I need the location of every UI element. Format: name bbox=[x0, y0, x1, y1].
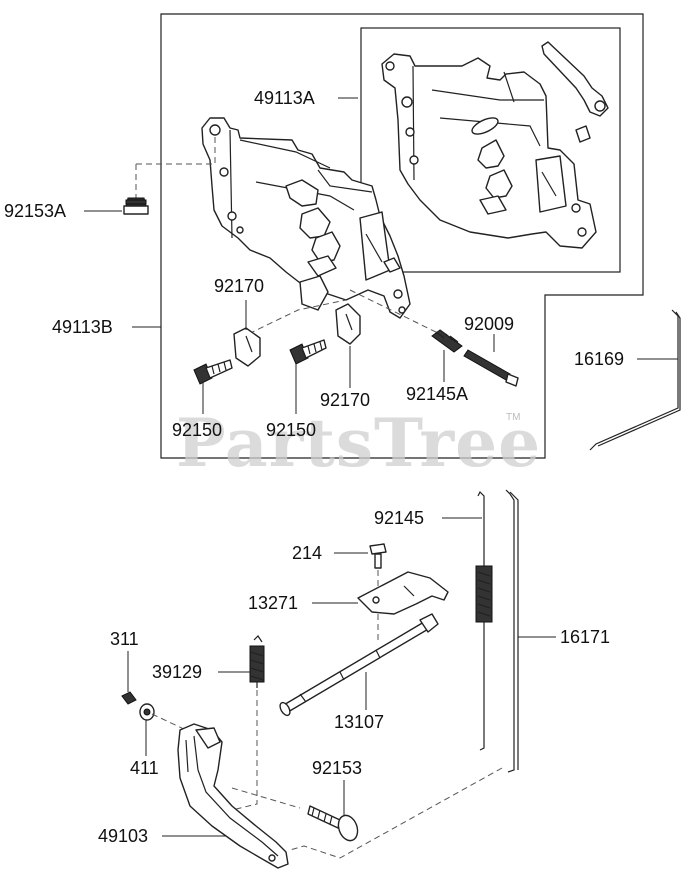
guide-line-92153 bbox=[231, 787, 301, 809]
guide-line-92170 bbox=[239, 299, 347, 339]
nut-311 bbox=[121, 691, 137, 705]
callout-16169[interactable]: 16169 bbox=[574, 349, 624, 369]
callout-49113B[interactable]: 49113B bbox=[52, 317, 113, 337]
lever-49103 bbox=[177, 723, 289, 869]
bolt-92009 bbox=[463, 349, 519, 387]
callout-13271[interactable]: 13271 bbox=[248, 593, 298, 613]
clip-92170-left bbox=[233, 327, 261, 367]
assembly-frame-49113A bbox=[360, 27, 621, 273]
guide-line-311-411 bbox=[151, 713, 187, 731]
callout-311[interactable]: 311 bbox=[110, 629, 139, 649]
callout-411[interactable]: 411 bbox=[130, 758, 159, 778]
rod-16171 bbox=[505, 489, 519, 773]
pin-92153 bbox=[307, 805, 359, 842]
callout-92150-left[interactable]: 92150 bbox=[172, 420, 222, 440]
callout-92145[interactable]: 92145 bbox=[374, 508, 424, 528]
screw-214 bbox=[369, 543, 387, 569]
clip-92170-right bbox=[335, 303, 361, 345]
plate-13271 bbox=[357, 571, 449, 615]
callout-92150-right[interactable]: 92150 bbox=[266, 420, 316, 440]
washer-411 bbox=[139, 703, 155, 721]
guide-line-39129 bbox=[231, 690, 258, 811]
callout-92170-bottom[interactable]: 92170 bbox=[320, 390, 370, 410]
guide-line-16171 bbox=[289, 767, 503, 859]
callout-13107[interactable]: 13107 bbox=[334, 712, 384, 732]
callout-92153A[interactable]: 92153A bbox=[4, 201, 66, 221]
callout-49103[interactable]: 49103 bbox=[98, 826, 148, 846]
spring-92145 bbox=[475, 490, 493, 751]
callout-16171[interactable]: 16171 bbox=[560, 627, 610, 647]
callout-214[interactable]: 214 bbox=[292, 543, 322, 563]
rod-16169 bbox=[589, 309, 681, 451]
watermark-trademark: TM bbox=[506, 412, 520, 423]
callout-92009[interactable]: 92009 bbox=[464, 314, 514, 334]
callout-92145A[interactable]: 92145A bbox=[406, 384, 468, 404]
bolt-92150-left bbox=[193, 359, 233, 385]
callout-92170-top[interactable]: 92170 bbox=[214, 276, 264, 296]
guide-line-92145A bbox=[349, 289, 441, 335]
control-bracket-49113B bbox=[201, 117, 411, 319]
spring-39129 bbox=[249, 635, 265, 688]
watermark-text: PartsTree bbox=[176, 404, 541, 482]
spring-92145A bbox=[431, 329, 463, 353]
assembly-frame-49113B bbox=[160, 13, 644, 459]
control-bracket-49113A bbox=[381, 41, 609, 249]
shaft-13107 bbox=[279, 613, 439, 717]
bolt-92153A bbox=[123, 197, 149, 215]
callout-49113A[interactable]: 49113A bbox=[254, 88, 315, 108]
callout-92153[interactable]: 92153 bbox=[312, 758, 362, 778]
bolt-92150-right bbox=[289, 339, 327, 365]
guide-line-92153A bbox=[135, 134, 216, 198]
callout-39129[interactable]: 39129 bbox=[152, 662, 202, 682]
